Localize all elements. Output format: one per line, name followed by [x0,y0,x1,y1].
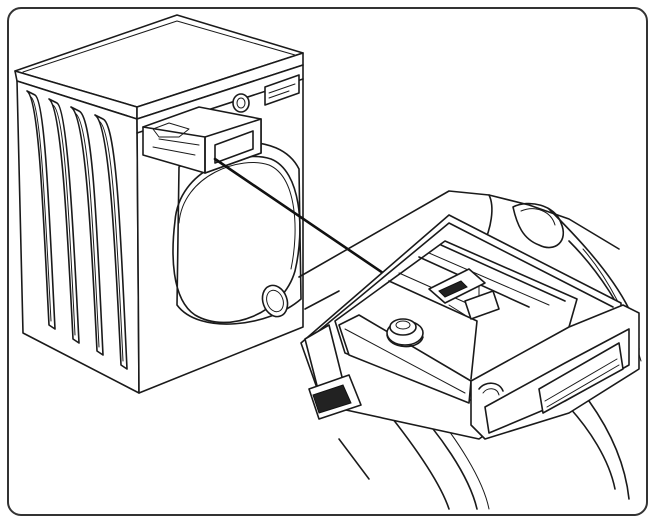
small-drawer[interactable] [142,106,262,174]
washing-machine [14,14,304,394]
drawer-side-frame [304,324,362,420]
zoomed-drawer-detail [298,190,642,510]
drawer-front-panel[interactable] [470,304,640,440]
illustration-frame [7,7,648,516]
softener-cap[interactable] [386,318,424,348]
display-panel [264,74,300,106]
washer-drawer-diagram [14,14,642,510]
side-ribs [26,90,128,370]
control-knob[interactable] [232,93,250,113]
filter-hatch[interactable] [258,282,291,320]
siphon-clip[interactable] [428,268,500,320]
